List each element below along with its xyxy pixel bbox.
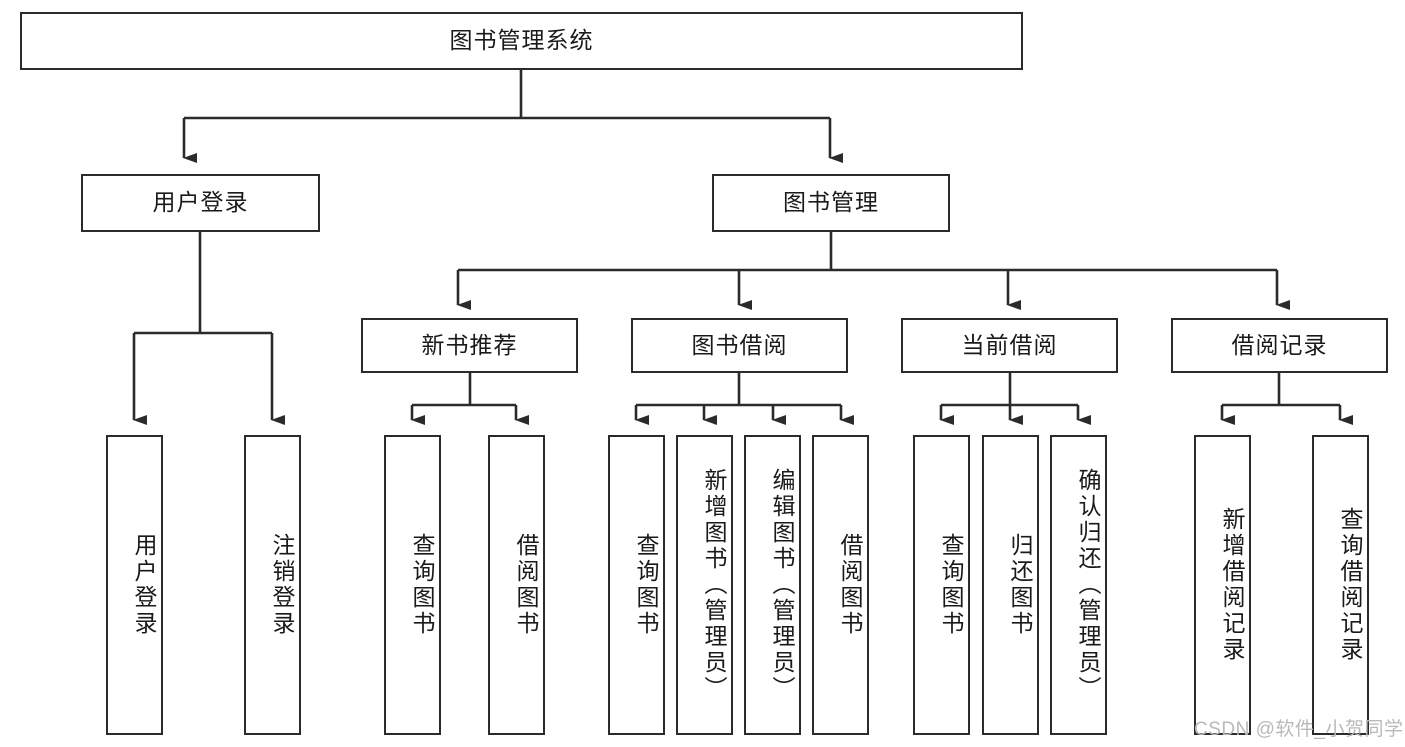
- leaf-borrow-record-query-record[interactable]: 查询借阅记录: [1312, 435, 1369, 735]
- node-user-login[interactable]: 用户登录: [81, 174, 320, 232]
- node-label: 查询图书: [938, 533, 964, 637]
- leaf-current-borrow-confirm-return-admin[interactable]: 确认归还（管理员）: [1050, 435, 1107, 735]
- leaf-current-borrow-query-book[interactable]: 查询图书: [913, 435, 970, 735]
- node-label: 新书推荐: [421, 331, 518, 358]
- leaf-new-book-query-book[interactable]: 查询图书: [384, 435, 441, 735]
- leaf-book-borrow-edit-book-admin[interactable]: 编辑图书（管理员）: [744, 435, 801, 735]
- node-label: 借阅记录: [1231, 331, 1328, 358]
- node-label: 新增借阅记录: [1219, 507, 1245, 663]
- node-label: 图书管理: [783, 189, 879, 216]
- node-label: 归还图书: [1007, 533, 1033, 637]
- node-label: 新增图书（管理员）: [701, 468, 727, 702]
- leaf-current-borrow-return-book[interactable]: 归还图书: [982, 435, 1039, 735]
- leaf-user-login-logout[interactable]: 注销登录: [244, 435, 301, 735]
- leaf-book-borrow-query-book[interactable]: 查询图书: [608, 435, 665, 735]
- node-current-borrow[interactable]: 当前借阅: [901, 318, 1118, 373]
- node-label: 图书借阅: [691, 331, 788, 358]
- node-label: 确认归还（管理员）: [1075, 468, 1101, 702]
- node-label: 当前借阅: [961, 331, 1058, 358]
- node-new-book-recommend[interactable]: 新书推荐: [361, 318, 578, 373]
- node-label: 编辑图书（管理员）: [769, 468, 795, 702]
- node-label: 借阅图书: [513, 533, 539, 637]
- leaf-book-borrow-borrow-book[interactable]: 借阅图书: [812, 435, 869, 735]
- watermark-text: CSDN @软件_小贺同学: [1194, 719, 1404, 740]
- leaf-book-borrow-add-book-admin[interactable]: 新增图书（管理员）: [676, 435, 733, 735]
- node-book-management[interactable]: 图书管理: [712, 174, 950, 232]
- leaf-borrow-record-add-record[interactable]: 新增借阅记录: [1194, 435, 1251, 735]
- node-label: 查询图书: [409, 533, 435, 637]
- node-label: 图书管理系统: [449, 27, 594, 54]
- node-label: 查询借阅记录: [1337, 507, 1363, 663]
- node-label: 用户登录: [152, 189, 249, 216]
- node-label: 查询图书: [633, 533, 659, 637]
- node-book-borrow[interactable]: 图书借阅: [631, 318, 848, 373]
- leaf-new-book-borrow-book[interactable]: 借阅图书: [488, 435, 545, 735]
- csdn-watermark: CSDN @软件_小贺同学: [1194, 714, 1403, 741]
- node-borrow-record[interactable]: 借阅记录: [1171, 318, 1388, 373]
- node-label: 注销登录: [269, 533, 295, 637]
- leaf-user-login-login[interactable]: 用户登录: [106, 435, 163, 735]
- node-root-book-management-system[interactable]: 图书管理系统: [20, 12, 1023, 70]
- node-label: 借阅图书: [837, 533, 863, 637]
- node-label: 用户登录: [131, 533, 157, 637]
